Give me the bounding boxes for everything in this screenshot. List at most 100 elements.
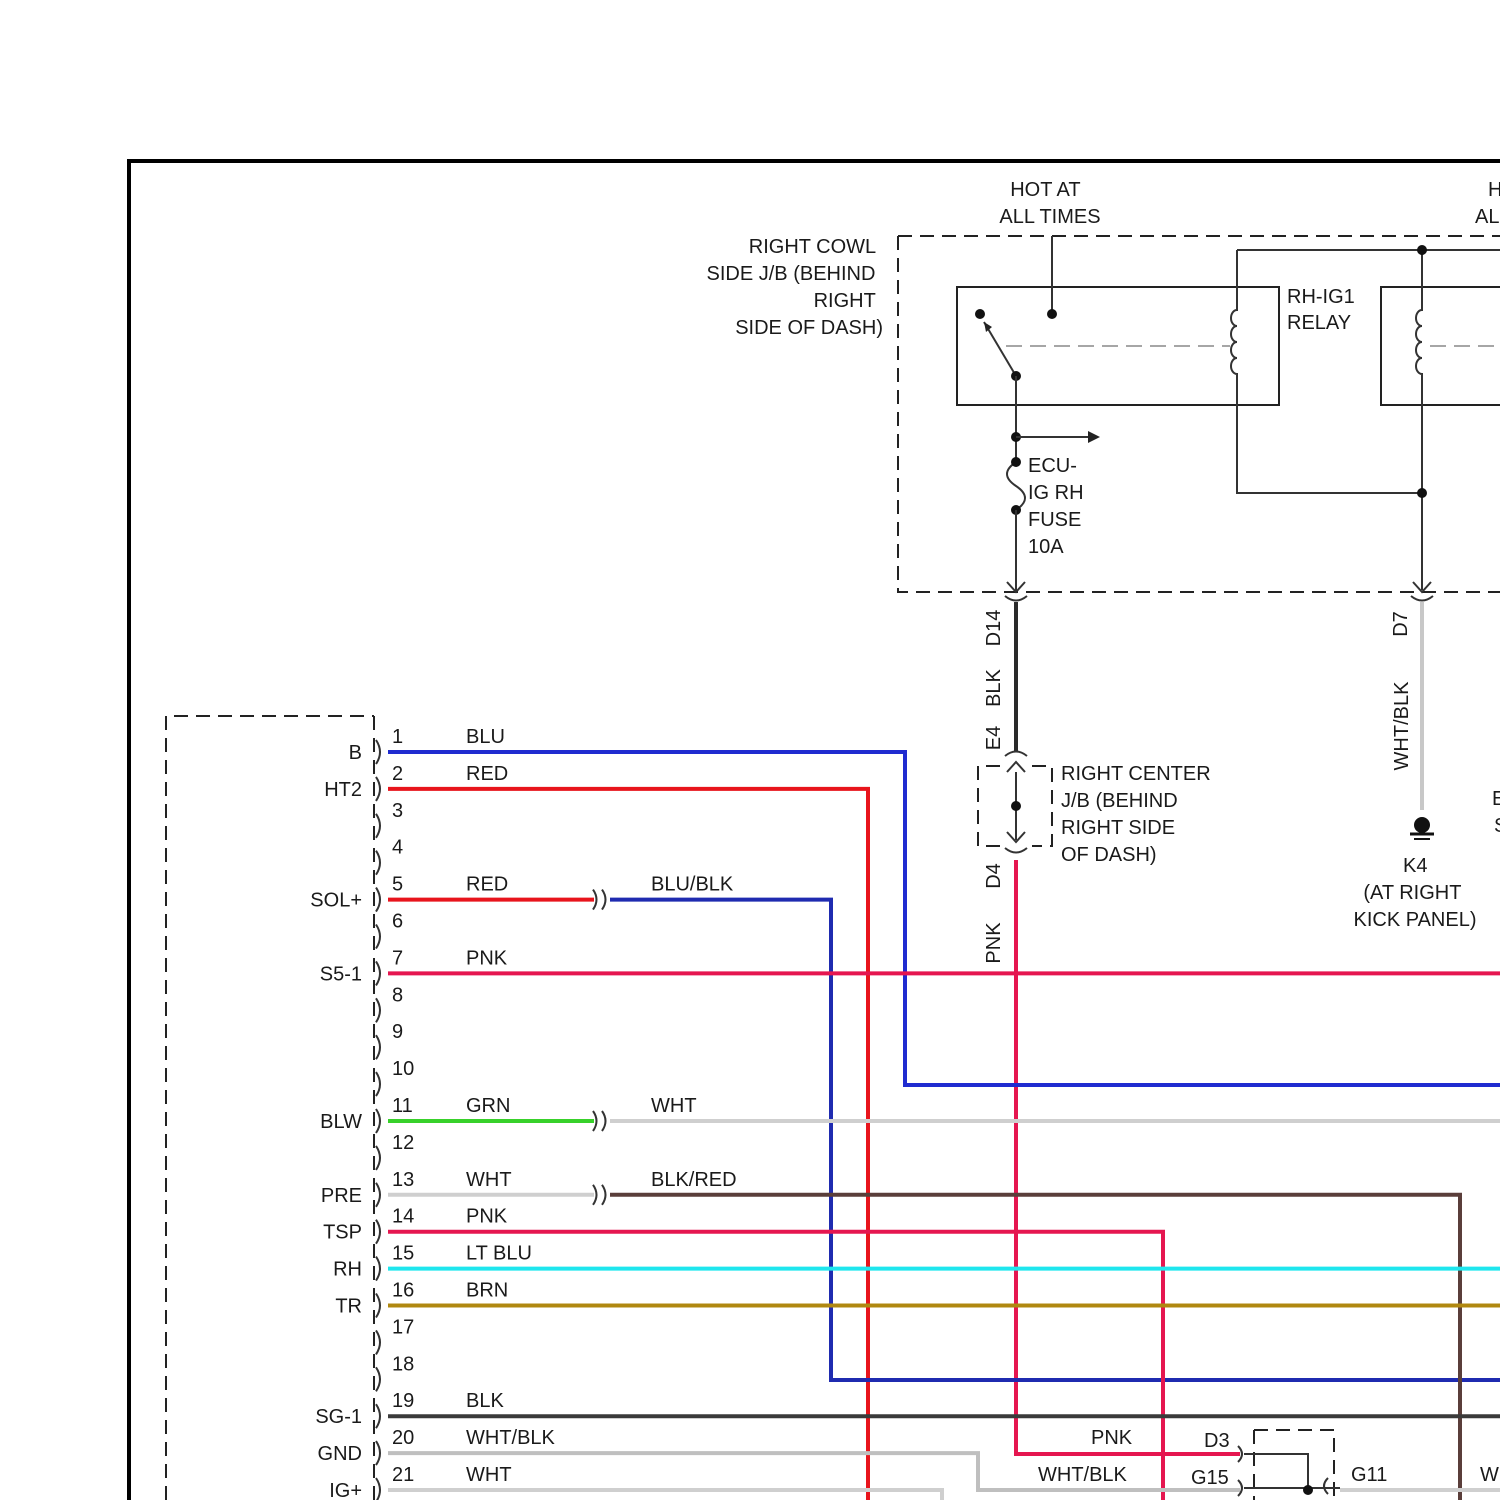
pin-connector-icon: [376, 1072, 380, 1096]
connector-g11-label: G11: [1351, 1464, 1387, 1486]
pin-connector-icon: [376, 1220, 380, 1244]
wire-blk-label: BLK: [983, 668, 1005, 706]
pin-name: BLW: [320, 1111, 362, 1133]
junction-dot: [1303, 1485, 1313, 1495]
pin-connector-icon: [376, 851, 380, 875]
pin-connector-icon: [376, 961, 380, 985]
pin-number: 21: [392, 1464, 414, 1486]
branch-arrow-icon: [1088, 431, 1100, 443]
pin-number: 14: [392, 1206, 414, 1228]
connector-d4-label: D4: [983, 863, 1005, 889]
wire-pnk-label: PNK: [983, 922, 1005, 964]
pin-number: 8: [392, 984, 403, 1006]
pin-number: 4: [392, 837, 403, 859]
right-cowl-jb-label: RIGHT COWL SIDE J/B (BEHIND RIGHT SIDE O…: [707, 236, 883, 339]
wire-color-label: BLK: [466, 1390, 504, 1412]
right-cowl-jb-outline: [898, 236, 1500, 592]
d3-g15-jb-outline: [1254, 1430, 1334, 1500]
pin-number: 3: [392, 800, 403, 822]
fuse-label: ECU- IG RH FUSE 10A: [1028, 455, 1089, 558]
fuse-icon: [1007, 462, 1025, 510]
pin-connector-icon: [376, 777, 380, 801]
pin-connector-icon: [376, 1146, 380, 1170]
pin-number: 16: [392, 1280, 414, 1302]
pin-name: IG+: [329, 1480, 362, 1500]
pin-name: RH: [333, 1259, 362, 1281]
connector-d7-label: D7: [1390, 611, 1412, 637]
connector-g15-label: G15: [1191, 1467, 1229, 1489]
wire-wht-blk-bottom-label: WHT/BLK: [1038, 1464, 1128, 1486]
wire-w-edge-label: W: [1480, 1464, 1499, 1486]
pin-connector-icon: [376, 1330, 380, 1354]
pin-number: 17: [392, 1316, 414, 1338]
wire-color-label-2: WHT: [651, 1095, 697, 1117]
ground-k4-label: K4 (AT RIGHT KICK PANEL): [1354, 855, 1477, 931]
pin-connector-icon: [376, 1478, 380, 1500]
wire-color-label-2: BLU/BLK: [651, 874, 734, 896]
pin-connector-icon: [376, 814, 380, 838]
wire-color-label: PNK: [466, 1206, 508, 1228]
connector-d14-label: D14: [983, 610, 1005, 647]
wire-color-label: PNK: [466, 947, 508, 969]
pin-name: PRE: [321, 1185, 362, 1207]
connector-g11-icon: [1324, 1478, 1328, 1494]
pin-name: S5-1: [320, 963, 362, 985]
pin-connector-icon: [376, 925, 380, 949]
pin-connector-icon: [376, 998, 380, 1022]
pin-name: TSP: [323, 1222, 362, 1244]
ground-icon: [1410, 817, 1434, 839]
pin-number: 18: [392, 1353, 414, 1375]
pin-number: 7: [392, 947, 403, 969]
pin-number: 9: [392, 1021, 403, 1043]
inline-connector-icon: [593, 1111, 606, 1131]
pin-connector-icon: [376, 888, 380, 912]
edge-label: E S: [1492, 788, 1500, 837]
hot-at-all-times-label: HOT AT ALL TIMES: [999, 179, 1100, 228]
inline-connector-icon: [593, 1185, 606, 1205]
wire-color-label: BLU: [466, 726, 505, 748]
pin-connector-icon: [376, 1404, 380, 1428]
pin-connector-icon: [376, 1257, 380, 1281]
pin-name: HT2: [324, 779, 362, 801]
right-center-jb-label: RIGHT CENTER J/B (BEHIND RIGHT SIDE OF D…: [1061, 763, 1216, 866]
relay-contact-dot: [975, 309, 985, 319]
wire-color-label: RED: [466, 763, 508, 785]
pin-connector-icon: [376, 1183, 380, 1207]
pin-name: SOL+: [310, 890, 362, 912]
pin-connector-icon: [376, 1294, 380, 1318]
pin-connector-icon: [376, 740, 380, 764]
pin-number: 15: [392, 1243, 414, 1265]
pin-number: 1: [392, 726, 403, 748]
pin-connector-icon: [376, 1109, 380, 1133]
pin-connector-icon: [376, 1441, 380, 1465]
relay-switch-arm: [984, 322, 1016, 376]
pin-number: 2: [392, 763, 403, 785]
wire-pnk-bottom-label: PNK: [1091, 1427, 1133, 1449]
wire-wht-blk-label: WHT/BLK: [1391, 681, 1413, 771]
connector-e4-label: E4: [983, 726, 1005, 750]
wire-color-label: LT BLU: [466, 1243, 532, 1265]
pin-number: 10: [392, 1058, 414, 1080]
pin-connector-icon: [376, 1035, 380, 1059]
pin-name: SG-1: [315, 1406, 362, 1428]
wire-pnk-d4-d3: [1016, 860, 1240, 1454]
pin-number: 6: [392, 911, 403, 933]
wire-pnk-pin14: [388, 1232, 1163, 1500]
pin-number: 12: [392, 1132, 414, 1154]
pin-name: GND: [318, 1443, 362, 1465]
wire-red-pin2: [388, 789, 868, 1500]
inline-connector-icon: [593, 890, 606, 910]
amplifier-outline: [166, 716, 374, 1500]
relay-contact-dot: [1047, 309, 1057, 319]
wire-color-label: WHT: [466, 1169, 512, 1191]
hot-at-all-times-label-2: H AL: [1475, 179, 1500, 228]
wire-color-label: GRN: [466, 1095, 510, 1117]
relay-label: RH-IG1 RELAY: [1287, 286, 1360, 334]
relay-coil-right: [1237, 250, 1500, 590]
wire-wht-pin21: [388, 1490, 942, 1500]
pin-number: 5: [392, 874, 403, 896]
wire-color-label: RED: [466, 874, 508, 896]
pin-connector-icon: [376, 1367, 380, 1391]
wire-color-label: BRN: [466, 1280, 508, 1302]
